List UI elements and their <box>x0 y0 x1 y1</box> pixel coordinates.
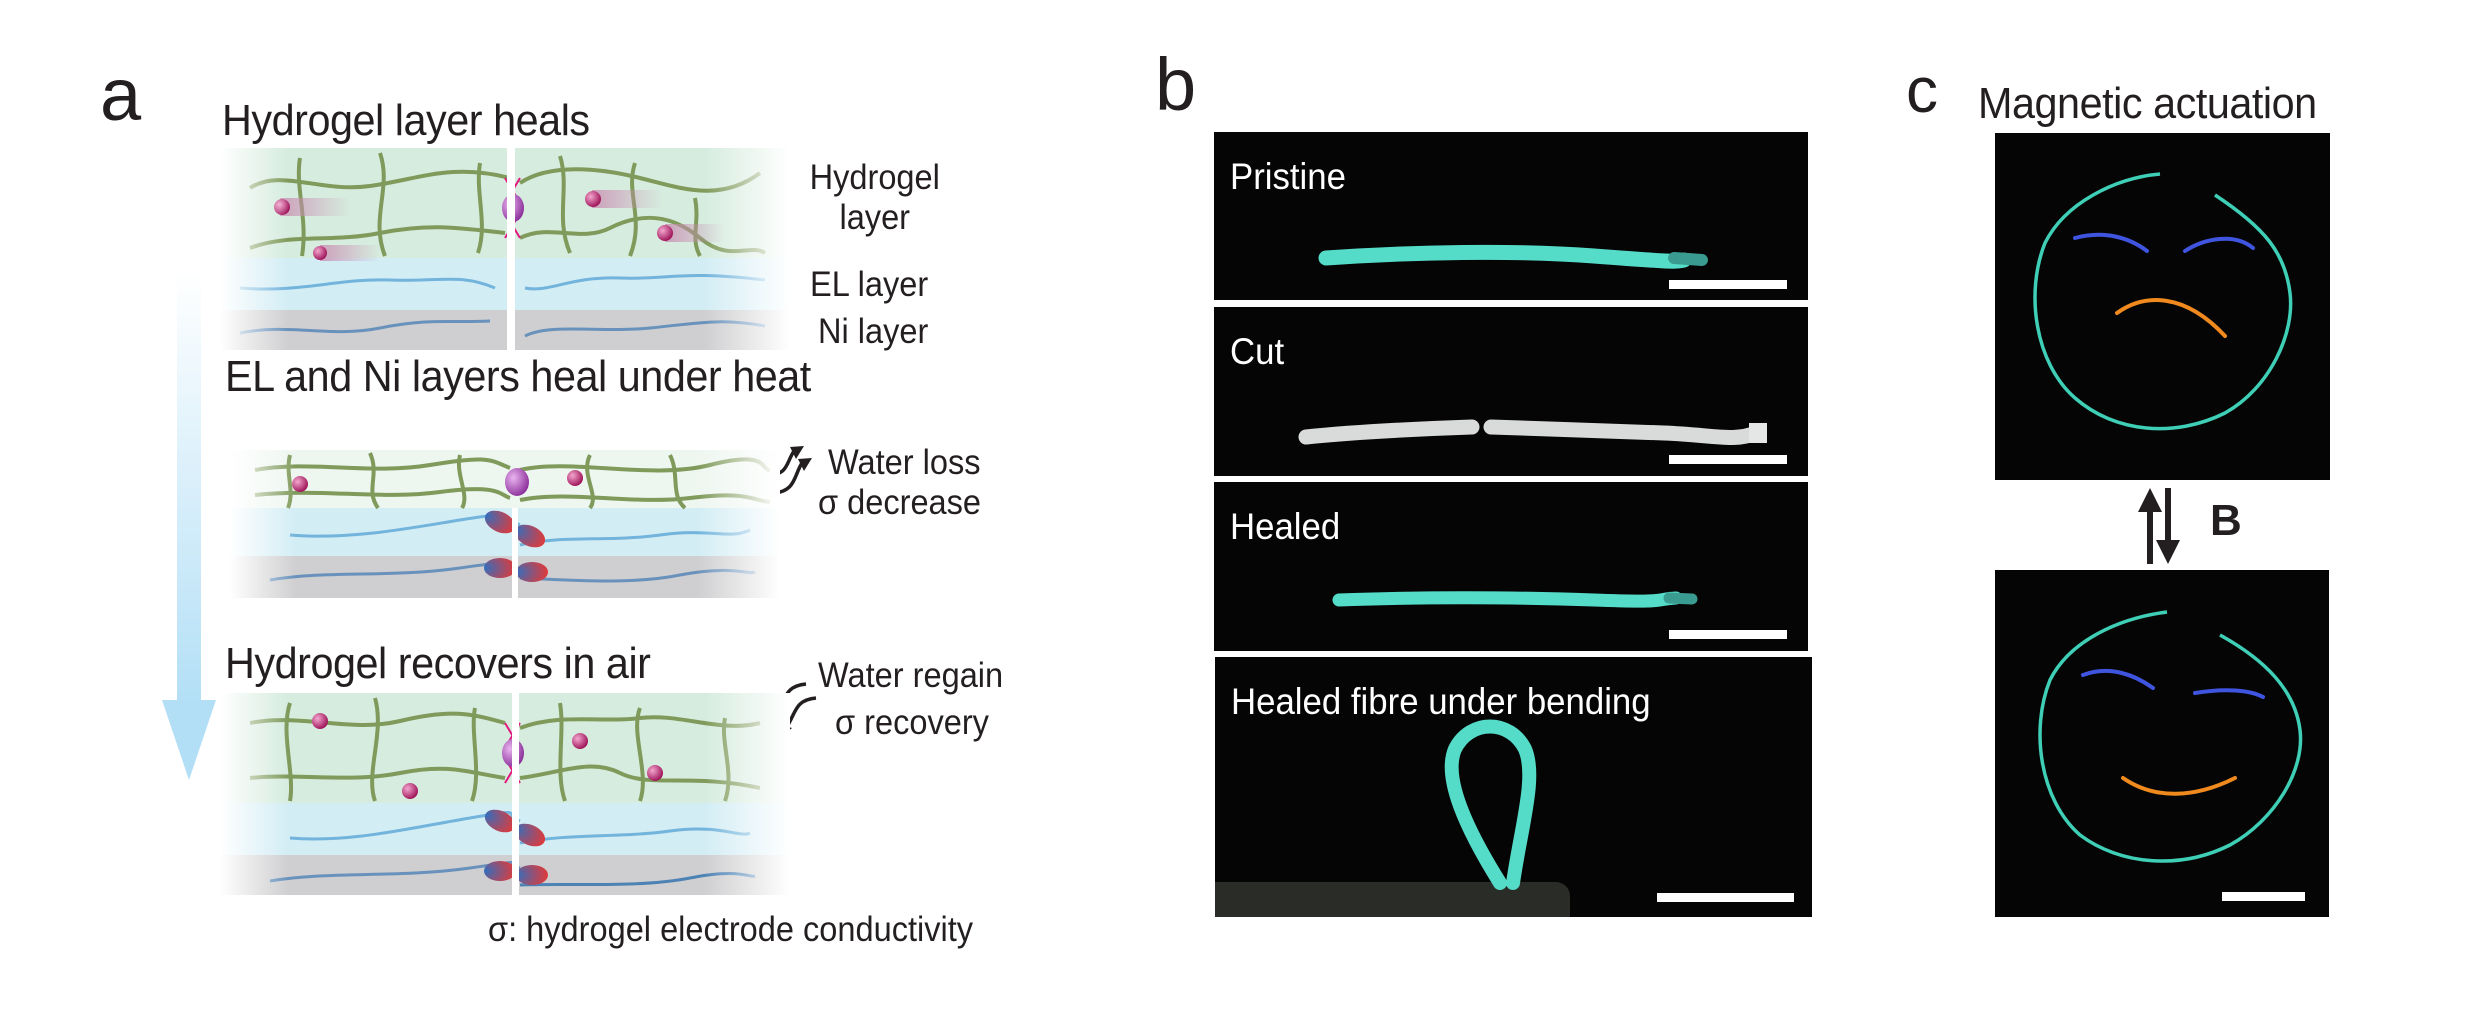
el-face-smile <box>2038 610 2303 863</box>
photo-pristine: Pristine <box>1214 132 1808 300</box>
photo-label: Cut <box>1230 331 1285 372</box>
face-outline <box>2038 610 2303 863</box>
hydrogel-layer-label: Hydrogel layer <box>805 158 945 239</box>
process-arrow-down-icon <box>162 270 216 780</box>
glowing-fibre-loop <box>1444 719 1537 890</box>
eyebrow-left <box>2073 232 2149 253</box>
schematic-step-1 <box>220 148 790 353</box>
scale-bar <box>1669 280 1787 289</box>
panel-c-title: Magnetic actuation <box>1978 79 2317 128</box>
scale-bar <box>2222 892 2305 901</box>
photo-label: Pristine <box>1230 156 1346 197</box>
panel-letter-c: c <box>1906 54 1938 126</box>
sigma-footnote: σ: hydrogel electrode conductivity <box>488 910 974 949</box>
mouth-smile <box>2121 776 2237 796</box>
photo-face-frown <box>1995 133 2330 480</box>
scale-bar <box>1669 455 1787 464</box>
step-1-title: Hydrogel layer heals <box>222 96 590 145</box>
water-loss-label: Water loss <box>828 443 981 482</box>
photo-healed-bending: Healed fibre under bending <box>1215 657 1812 917</box>
glowing-fibre <box>1318 244 1708 269</box>
face-outline <box>2033 172 2293 431</box>
el-layer-label: EL layer <box>810 265 929 304</box>
photo-healed: Healed <box>1214 482 1808 651</box>
sigma-recovery-label: σ recovery <box>835 703 989 742</box>
eyebrow-right <box>2193 688 2265 699</box>
schematic-step-2 <box>230 450 780 600</box>
photo-label: Healed <box>1230 506 1341 547</box>
hydrogel-label-line2: layer <box>839 198 911 238</box>
field-switch-arrows-icon <box>2138 488 2180 564</box>
scale-bar <box>1657 893 1794 902</box>
photo-cut: Cut <box>1214 307 1808 476</box>
step-2-title: EL and Ni layers heal under heat <box>225 352 811 401</box>
hydrogel-label-line1: Hydrogel <box>809 158 940 197</box>
eyebrow-left <box>2081 669 2155 690</box>
schematic-step-3 <box>220 693 790 898</box>
scale-bar <box>1669 630 1787 639</box>
el-face-frown <box>2033 172 2293 431</box>
magnetic-field-label: B <box>2210 496 2242 545</box>
panel-letter-b: b <box>1155 43 1197 126</box>
photo-face-smile <box>1995 570 2329 917</box>
step-3-title: Hydrogel recovers in air <box>225 639 651 688</box>
glowing-fibre <box>1332 591 1698 608</box>
unlit-cut-fibre <box>1298 419 1767 445</box>
sigma-decrease-label: σ decrease <box>818 483 982 522</box>
ni-layer-label: Ni layer <box>818 312 929 351</box>
mouth-frown <box>2115 298 2227 338</box>
photo-label: Healed fibre under bending <box>1231 681 1651 722</box>
panel-letter-a: a <box>100 53 142 136</box>
water-regain-label: Water regain <box>818 656 1004 695</box>
eyebrow-right <box>2183 236 2255 253</box>
